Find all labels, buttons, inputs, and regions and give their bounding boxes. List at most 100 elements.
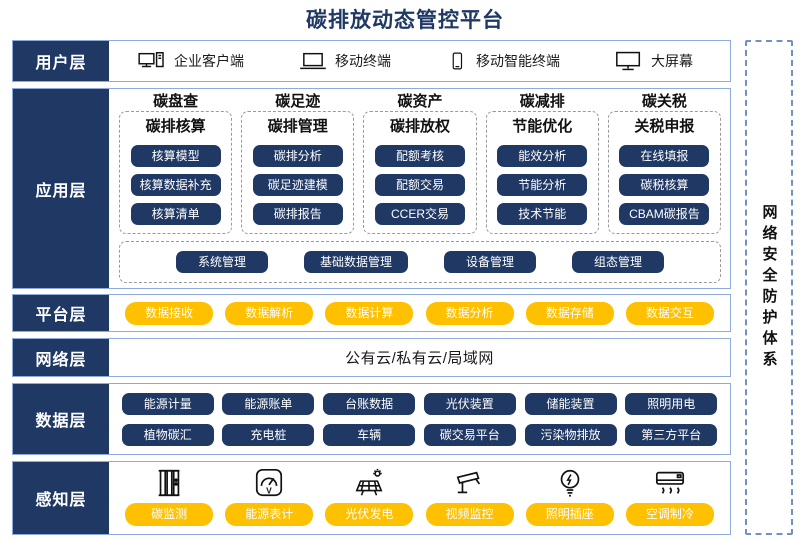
perception-item: 空调制冷	[625, 467, 714, 526]
app-layer-label: 应用层	[13, 89, 109, 288]
app-column-box: 碳排放权 配额考核 配额交易 CCER交易	[363, 111, 477, 234]
perception-button: 照明插座	[525, 503, 614, 526]
app-column-carbon-footprint: 碳足迹 碳排管理 碳排分析 碳足迹建模 碳排报告	[241, 92, 355, 234]
user-device-label: 移动终端	[335, 53, 391, 69]
app-column-subtitle: 碳排管理	[267, 118, 328, 135]
desktop-pc-icon	[137, 50, 167, 72]
app-column-carbon-tariff: 碳关税 关税申报 在线填报 碳税核算 CBAM碳报告	[607, 92, 722, 234]
perception-item: 光伏发电	[325, 467, 414, 526]
perception-button: 空调制冷	[625, 503, 714, 526]
data-source-button: 第三方平台	[625, 423, 718, 446]
perception-layer-label: 感知层	[13, 462, 109, 534]
data-source-button: 储能装置	[524, 392, 617, 415]
energy-meter-icon: V	[252, 467, 286, 499]
cctv-camera-icon	[453, 467, 487, 499]
app-module-button: 碳排报告	[252, 203, 343, 225]
smartphone-icon	[445, 49, 469, 73]
app-column-carbon-asset: 碳资产 碳排放权 配额考核 配额交易 CCER交易	[363, 92, 477, 234]
user-device-item: 移动智能终端	[445, 49, 560, 73]
data-layer-label: 数据层	[13, 384, 109, 454]
app-column-box: 碳排核算 核算模型 核算数据补充 核算清单	[119, 111, 233, 234]
network-layer-section: 网络层 公有云/私有云/局域网	[12, 338, 731, 377]
user-device-label: 大屏幕	[651, 53, 693, 69]
platform-button: 数据交互	[625, 301, 714, 325]
user-device-item: 大屏幕	[614, 49, 693, 73]
laptop-icon	[298, 50, 328, 72]
perception-item: 照明插座	[525, 467, 614, 526]
platform-layer-label: 平台层	[13, 295, 109, 331]
data-row: 能源计量 能源账单 台账数据 光伏装置 储能装置 照明用电	[113, 392, 726, 415]
perception-button: 能源表计	[225, 503, 314, 526]
user-device-label: 企业客户端	[174, 53, 244, 69]
app-layer-section: 应用层 碳盘查 碳排核算 核算模型 核算数据补充 核算清单 碳足迹 碳排管理	[12, 88, 731, 289]
app-module-button: 核算清单	[130, 203, 221, 225]
data-source-button: 能源账单	[222, 392, 315, 415]
network-layer-label: 网络层	[13, 339, 109, 376]
user-device-label: 移动智能终端	[476, 53, 560, 69]
platform-button: 数据接收	[125, 301, 214, 325]
app-module-button: 核算模型	[130, 145, 221, 167]
perception-button: 光伏发电	[325, 503, 414, 526]
app-column-box: 节能优化 能效分析 节能分析 技术节能	[485, 111, 599, 234]
user-device-item: 企业客户端	[137, 50, 244, 72]
perception-button: 视频监控	[425, 503, 514, 526]
big-screen-icon	[614, 49, 644, 73]
data-source-button: 充电桩	[222, 423, 315, 446]
user-layer-content: 企业客户端 移动终端 移动智能终端	[109, 41, 730, 81]
app-column-subtitle: 碳排核算	[145, 118, 206, 135]
perception-item: V 能源表计	[225, 467, 314, 526]
app-module-button: CBAM碳报告	[619, 203, 710, 225]
platform-button: 数据计算	[325, 301, 414, 325]
app-column-subtitle: 碳排放权	[390, 118, 451, 135]
app-module-button: 节能分析	[497, 174, 588, 196]
data-source-button: 碳交易平台	[423, 423, 516, 446]
app-module-button: 配额考核	[375, 145, 465, 167]
app-common-button: 组态管理	[572, 251, 664, 273]
app-column-header: 碳足迹	[275, 93, 321, 110]
app-common-button: 基础数据管理	[303, 251, 408, 273]
platform-layer-section: 平台层 数据接收 数据解析 数据计算 数据分析 数据存储 数据交互	[12, 294, 731, 332]
app-module-button: 碳足迹建模	[252, 174, 343, 196]
light-bulb-icon	[553, 467, 587, 499]
data-source-button: 车辆	[323, 423, 416, 446]
data-source-button: 植物碳汇	[121, 423, 214, 446]
data-source-button: 光伏装置	[423, 392, 516, 415]
platform-layer-content: 数据接收 数据解析 数据计算 数据分析 数据存储 数据交互	[109, 295, 730, 331]
solar-panel-icon	[352, 467, 386, 499]
app-column-subtitle: 关税申报	[634, 118, 695, 135]
app-column-carbon-inventory: 碳盘查 碳排核算 核算模型 核算数据补充 核算清单	[119, 92, 233, 234]
security-sidebar: 网络安全防护体系	[745, 40, 793, 535]
perception-layer-section: 感知层 碳监测 V	[12, 461, 731, 535]
page-title: 碳排放动态管控平台	[306, 9, 504, 32]
data-source-button: 污染物排放	[524, 423, 617, 446]
app-column-header: 碳盘查	[153, 93, 199, 110]
carbon-monitor-icon	[152, 467, 186, 499]
perception-item: 视频监控	[425, 467, 514, 526]
platform-button: 数据解析	[225, 301, 314, 325]
app-common-box: 系统管理 基础数据管理 设备管理 组态管理	[119, 241, 721, 283]
app-module-button: CCER交易	[375, 203, 465, 225]
app-column-header: 碳减排	[519, 93, 565, 110]
air-conditioner-icon	[653, 467, 687, 499]
app-layer-content: 碳盘查 碳排核算 核算模型 核算数据补充 核算清单 碳足迹 碳排管理 碳排分析 …	[109, 89, 730, 288]
data-layer-content: 能源计量 能源账单 台账数据 光伏装置 储能装置 照明用电 植物碳汇 充电桩 车…	[109, 384, 730, 454]
user-layer-label: 用户层	[13, 41, 109, 81]
perception-item: 碳监测	[125, 467, 214, 526]
app-columns: 碳盘查 碳排核算 核算模型 核算数据补充 核算清单 碳足迹 碳排管理 碳排分析 …	[119, 92, 722, 234]
data-source-button: 台账数据	[323, 392, 416, 415]
perception-button: 碳监测	[125, 503, 214, 526]
perception-layer-content: 碳监测 V 能源表计	[109, 462, 730, 534]
app-common-button: 设备管理	[444, 251, 536, 273]
security-sidebar-text: 网络安全防护体系	[760, 203, 778, 372]
data-source-button: 能源计量	[121, 392, 214, 415]
data-row: 植物碳汇 充电桩 车辆 碳交易平台 污染物排放 第三方平台	[113, 423, 726, 446]
app-module-button: 能效分析	[497, 145, 588, 167]
network-layer-text: 公有云/私有云/局域网	[345, 350, 494, 367]
app-column-header: 碳资产	[397, 93, 443, 110]
app-column-header: 碳关税	[641, 93, 687, 110]
app-module-button: 碳排分析	[252, 145, 343, 167]
platform-button: 数据分析	[425, 301, 514, 325]
app-module-button: 配额交易	[375, 174, 465, 196]
svg-text:V: V	[266, 485, 272, 495]
